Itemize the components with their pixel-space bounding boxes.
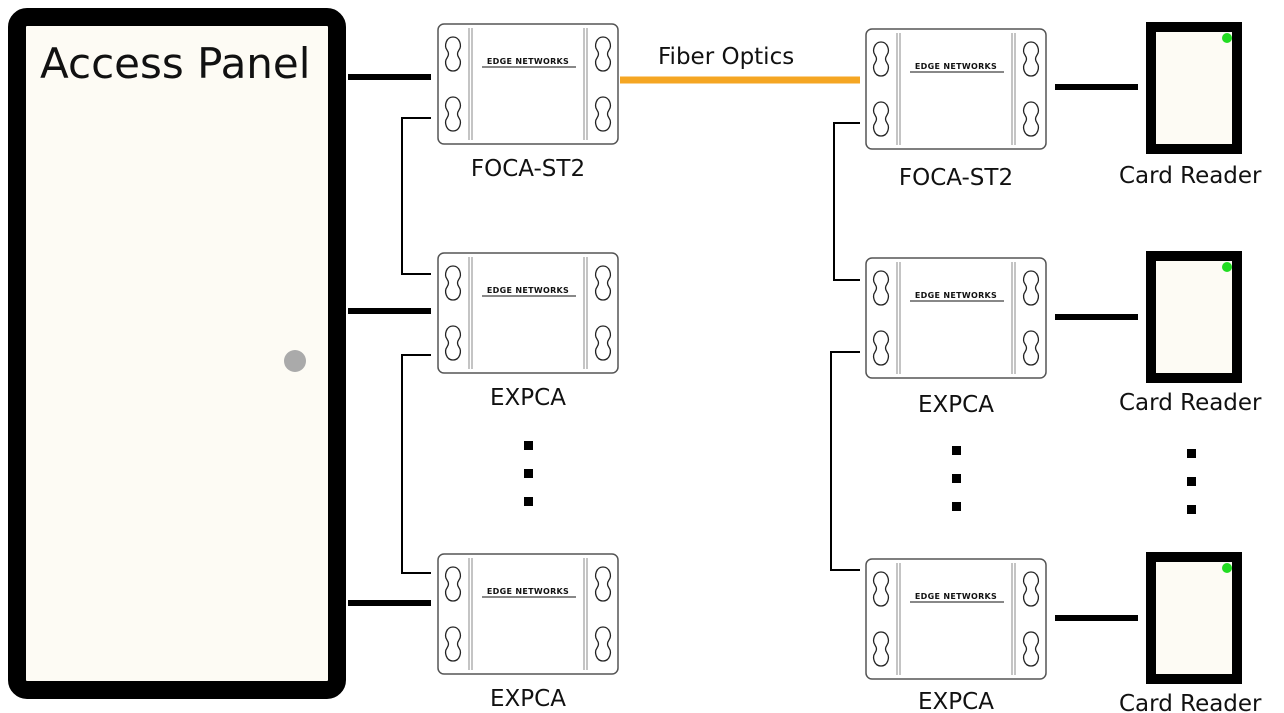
card-reader-label: Card Reader <box>1119 163 1262 189</box>
card-reader-2: Card Reader <box>1119 251 1262 416</box>
right-bracket-lower <box>830 351 860 571</box>
brand-logo: EDGE NETWORKS <box>487 587 569 596</box>
card-reader-label: Card Reader <box>1119 390 1262 416</box>
module-label: FOCA-ST2 <box>899 165 1013 191</box>
mount-hole-icon <box>873 330 889 366</box>
left-module-3: EDGE NETWORKS EXPCA <box>437 553 619 712</box>
mount-hole-icon <box>444 626 462 662</box>
mount-hole-icon <box>873 631 889 667</box>
right-bus-brackets <box>830 122 860 571</box>
mount-hole-icon <box>1023 270 1039 306</box>
mount-hole-icon <box>595 566 611 602</box>
right-module-1: EDGE NETWORKS FOCA-ST2 <box>865 28 1047 191</box>
mount-hole-icon <box>873 270 889 306</box>
fiber-optics-link: Fiber Optics <box>620 44 860 84</box>
mount-hole-icon <box>444 566 462 602</box>
mount-hole-icon <box>1023 101 1039 137</box>
left-bus-brackets <box>401 117 431 574</box>
mount-hole-icon <box>595 36 611 72</box>
left-bracket-lower <box>401 354 431 574</box>
brand-logo: EDGE NETWORKS <box>915 592 997 601</box>
brand-logo: EDGE NETWORKS <box>487 286 569 295</box>
module-label: EXPCA <box>490 385 566 411</box>
brand-logo: EDGE NETWORKS <box>487 57 569 66</box>
right-bracket-upper <box>833 122 860 281</box>
module-label: EXPCA <box>918 689 994 713</box>
mount-hole-icon <box>873 41 889 77</box>
mount-hole-icon <box>1023 330 1039 366</box>
status-led <box>1222 33 1232 43</box>
right-module-3: EDGE NETWORKS EXPCA <box>865 558 1047 713</box>
card-reader-1: Card Reader <box>1119 22 1262 189</box>
status-led <box>1222 563 1232 573</box>
brand-logo: EDGE NETWORKS <box>915 291 997 300</box>
card-reader-label: Card Reader <box>1119 691 1262 713</box>
module-label: FOCA-ST2 <box>471 156 585 182</box>
access-panel-title: Access Panel <box>40 39 310 88</box>
reader-connections <box>1055 84 1138 621</box>
status-led <box>1222 262 1232 272</box>
mount-hole-icon <box>1023 571 1039 607</box>
mount-hole-icon <box>444 265 462 301</box>
left-continuation-dots <box>524 441 533 506</box>
mount-hole-icon <box>873 101 889 137</box>
mount-hole-icon <box>444 96 462 132</box>
mount-hole-icon <box>444 36 462 72</box>
left-bracket-upper <box>401 117 431 275</box>
brand-logo: EDGE NETWORKS <box>915 62 997 71</box>
module-label: EXPCA <box>918 392 994 418</box>
left-module-2: EDGE NETWORKS EXPCA <box>437 252 619 411</box>
mount-hole-icon <box>595 626 611 662</box>
mount-hole-icon <box>873 571 889 607</box>
mount-hole-icon <box>444 325 462 361</box>
mount-hole-icon <box>1023 631 1039 667</box>
access-panel: Access Panel <box>8 8 346 699</box>
right-continuation-dots <box>952 446 961 511</box>
right-module-2: EDGE NETWORKS EXPCA <box>865 257 1047 418</box>
panel-connections <box>348 74 431 606</box>
access-panel-frame <box>8 8 346 699</box>
fiber-optics-label: Fiber Optics <box>658 44 794 70</box>
mount-hole-icon <box>1023 41 1039 77</box>
left-module-1: EDGE NETWORKS FOCA-ST2 <box>437 23 619 182</box>
mount-hole-icon <box>595 325 611 361</box>
module-label: EXPCA <box>490 686 566 712</box>
card-reader-3: Card Reader <box>1119 552 1262 713</box>
door-knob <box>284 350 306 372</box>
mount-hole-icon <box>595 265 611 301</box>
reader-continuation-dots <box>1187 449 1196 514</box>
mount-hole-icon <box>595 96 611 132</box>
